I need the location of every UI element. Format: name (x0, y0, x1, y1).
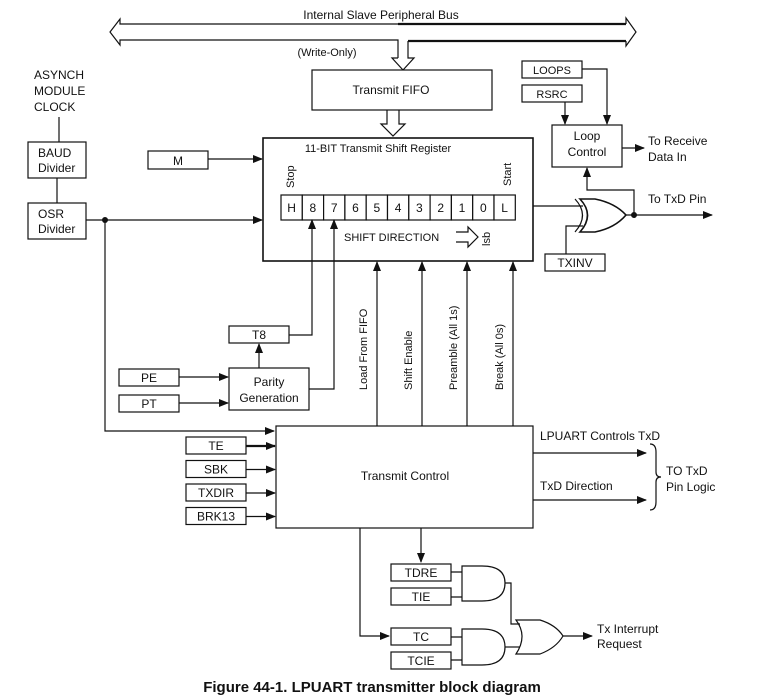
and-gate-1 (461, 565, 506, 602)
pin-logic-line-1: TO TxD (666, 464, 708, 478)
m-register-label: M (173, 154, 183, 168)
bit-label: 8 (310, 201, 317, 215)
pe-label: PE (141, 371, 157, 385)
or-gate (514, 619, 564, 655)
baud-line-1: BAUD (38, 146, 72, 160)
lsb-label: lsb (481, 232, 493, 246)
osr-divider (27, 202, 87, 240)
pin-logic-line-2: Pin Logic (666, 480, 715, 494)
osr-line-2: Divider (38, 222, 75, 236)
txd-direction-label: TxD Direction (540, 479, 613, 493)
control-input-label: SBK (204, 463, 228, 477)
lpuart-controls-txd-label: LPUART Controls TxD (540, 429, 660, 443)
pt-label: PT (141, 397, 157, 411)
txd-pin-label: To TxD Pin (648, 192, 706, 206)
baud-line-2: Divider (38, 161, 75, 175)
loop-control-line-1: Loop (574, 129, 601, 143)
parity-generation (228, 367, 310, 411)
m-register (147, 150, 209, 170)
parity-line-1: Parity (254, 375, 285, 389)
bit-label: 0 (480, 201, 487, 215)
transmit-control (275, 425, 534, 529)
start-label: Start (502, 163, 514, 186)
bit-label: 1 (459, 201, 466, 215)
xor-gate (574, 198, 628, 233)
t8-label: T8 (252, 328, 266, 342)
and-gate-2 (461, 628, 506, 666)
bit-label: 3 (416, 201, 423, 215)
transmit-fifo-label: Transmit FIFO (353, 83, 430, 97)
rsrc-label: RSRC (536, 89, 567, 101)
clock-line-1: ASYNCH (34, 68, 84, 82)
clock-line-3: CLOCK (34, 100, 75, 114)
txinv-label: TXINV (557, 256, 592, 270)
shift-register-title: 11-BIT Transmit Shift Register (305, 143, 452, 155)
loop-control-line-2: Control (568, 145, 607, 159)
bus-label: Internal Slave Peripheral Bus (303, 8, 458, 22)
loops-label: LOOPS (533, 65, 571, 77)
clock-line-2: MODULE (34, 84, 85, 98)
transmit-control-inputs: TE SBK TXDIR BRK13 (185, 436, 276, 526)
peripheral-bus (109, 16, 637, 71)
control-signals: Load From FIFO Shift Enable Preamble (All … (358, 261, 517, 426)
interrupt-line-2: Request (597, 637, 642, 651)
loop-control (551, 124, 623, 168)
bit-label: 2 (437, 201, 444, 215)
control-signal-label: Preamble (All 1s) (448, 306, 460, 390)
control-input-label: BRK13 (197, 510, 235, 524)
shift-direction-label: SHIFT DIRECTION (344, 232, 439, 244)
figure-caption: Figure 44-1. LPUART transmitter block di… (203, 679, 541, 695)
fifo-to-register-arrow (379, 110, 407, 137)
stop-label: Stop (285, 165, 297, 188)
receive-line-2: Data In (648, 150, 687, 164)
brace (649, 443, 662, 511)
transmit-control-label: Transmit Control (361, 469, 449, 483)
interrupt-flags: TDRE TIE TC TCIE (390, 563, 452, 670)
rsrc-register (521, 84, 583, 103)
interrupt-flag-label: TC (413, 630, 429, 644)
bit-label: 5 (373, 201, 380, 215)
interrupt-flag-label: TIE (412, 590, 431, 604)
control-signal-label: Shift Enable (403, 331, 415, 390)
osr-line-1: OSR (38, 207, 64, 221)
transmit-fifo (311, 69, 493, 111)
bit-label: 4 (395, 201, 402, 215)
receive-line-1: To Receive (648, 134, 708, 148)
baud-divider (27, 141, 87, 179)
shift-direction-arrow (456, 225, 479, 249)
control-input-label: TXDIR (198, 486, 234, 500)
write-only-label: (Write-Only) (297, 47, 356, 59)
bit-label: H (287, 201, 296, 215)
interrupt-line-1: Tx Interrupt (597, 622, 659, 636)
bit-label: L (501, 201, 508, 215)
interrupt-flag-label: TCIE (407, 654, 434, 668)
txinv-register (544, 253, 606, 272)
bit-label: 7 (331, 201, 338, 215)
control-input-label: TE (208, 439, 223, 453)
control-signal-label: Break (All 0s) (494, 324, 506, 390)
bit-cell (493, 194, 516, 221)
bit-label: 6 (352, 201, 359, 215)
interrupt-flag-label: TDRE (405, 566, 438, 580)
parity-line-2: Generation (239, 391, 298, 405)
control-signal-label: Load From FIFO (358, 308, 370, 390)
